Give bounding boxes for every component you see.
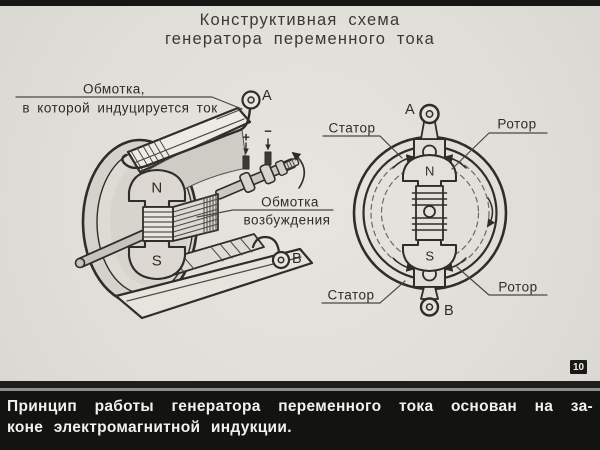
pole-n-label-right: N [425,163,435,179]
generator-cutaway-drawing [15,90,334,320]
frame-number-badge: 10 [570,360,587,374]
filmstrip-top-bar [0,0,600,6]
winding-label-line1: Обмотка, [82,81,146,97]
generator-schematic-drawing [321,103,548,317]
rotation-arrow [291,151,306,189]
pole-s-label-right: S [425,248,435,264]
stator-label-top: Статор [328,120,376,136]
caption-black-area: Принцип работы генератора переменного то… [0,390,600,450]
caption-divider-line [0,388,600,391]
rotor-schematic [402,154,457,272]
rotor-pole-s [402,239,457,272]
plus-sign: + [242,129,250,145]
rotor-pole-s [127,239,187,281]
brushes [242,138,272,170]
page-title: Конструктивная схема генератора переменн… [0,11,600,48]
rotor-label-top: Ротор [497,116,537,132]
terminal-a-right [419,103,440,140]
rotor-pole-n [402,154,457,187]
pole-n-label-left: N [151,179,163,197]
terminal-a-label-right: A [405,102,415,118]
excitation-label-line1: Обмотка [261,194,319,210]
label-leaders-left [15,96,334,218]
caption-text: Принцип работы генератора переменного то… [0,396,600,439]
title-line-1: Конструктивная схема [199,11,401,29]
caption-bar: Принцип работы генератора переменного то… [0,381,600,450]
stator-label-bottom: Статор [327,287,375,303]
slip-ring [239,171,256,194]
label-leaders-right [321,132,548,304]
rotor-pole-n [127,168,187,209]
terminal-a-label-left: A [262,88,272,104]
terminal-b-right [419,286,440,317]
minus-sign: − [264,123,272,139]
rotor-shaft-hole [423,205,436,218]
rotor-shaft-right [215,157,300,200]
caption-line-1: Принцип работы генератора переменного то… [7,397,593,415]
excitation-label-line2: возбуждения [243,212,331,228]
caption-line-2: коне электромагнитной индукции. [7,419,292,436]
winding-label-line2: в которой индуцируется ток [22,100,218,116]
title-line-2: генератора переменного тока [164,29,436,48]
slip-ring [259,163,276,185]
terminal-b-left [251,235,291,270]
rotation-arrow [487,197,496,228]
excitation-coil [142,193,219,242]
terminal-a-left [121,90,261,170]
stator-winding-top [126,106,252,174]
pole-s-label-left: S [151,252,163,270]
terminal-b-label-left: B [292,251,302,267]
flux-arrows [392,154,496,272]
terminal-b-label-right: B [444,303,454,319]
rotor-label-bottom: Ротор [498,279,538,295]
housing-bottom-band [114,247,314,320]
